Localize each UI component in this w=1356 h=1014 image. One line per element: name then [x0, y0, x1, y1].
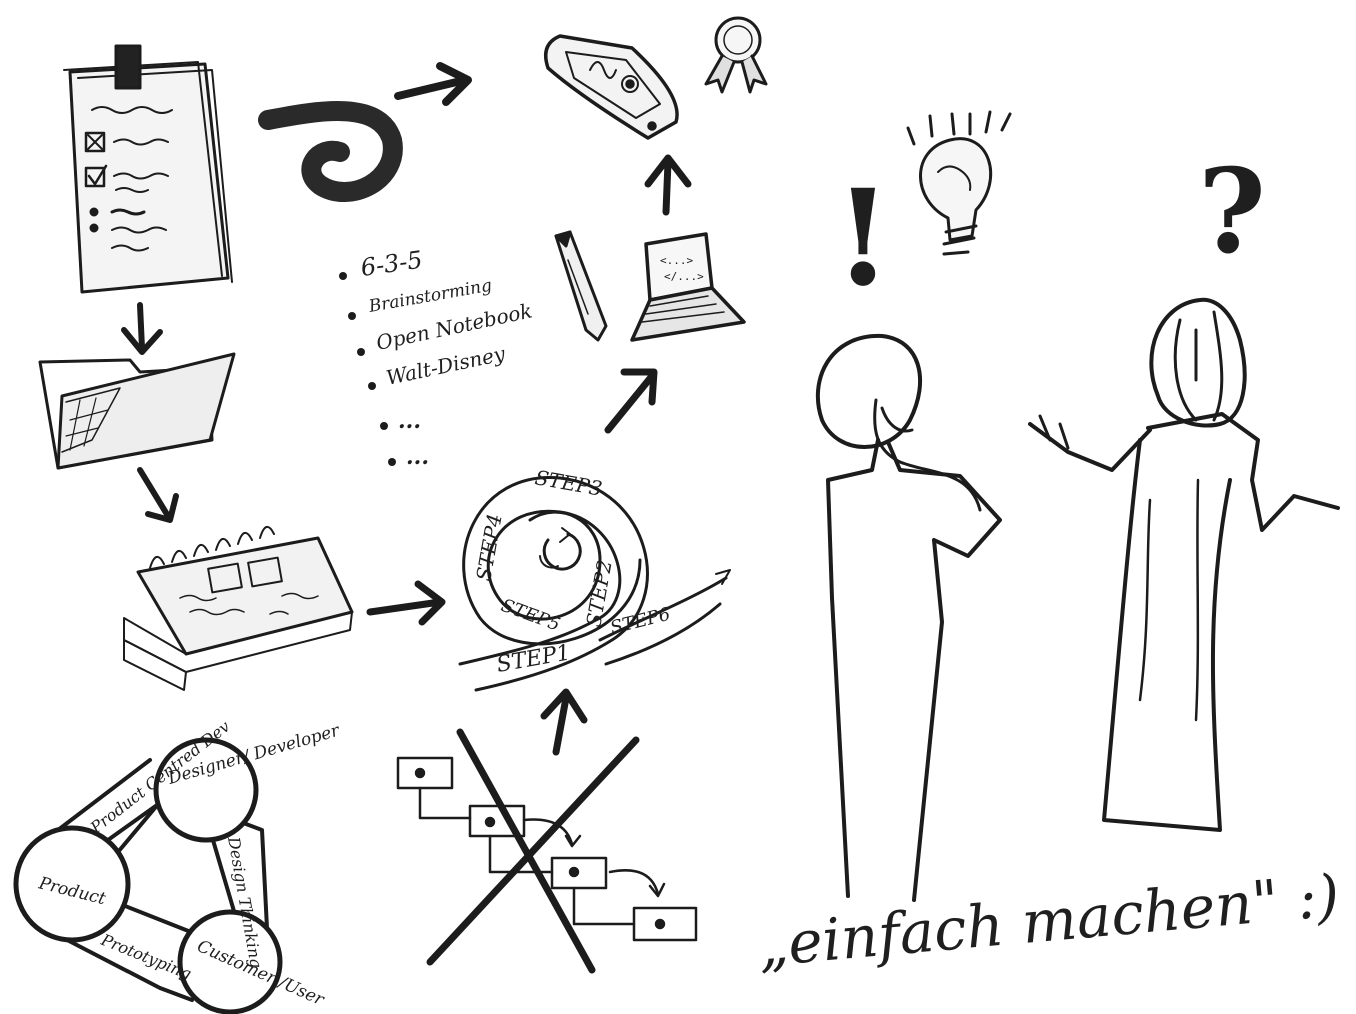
exclamation-mark: ! [834, 161, 892, 316]
list-item: ... [398, 408, 421, 434]
notebook-icon [124, 527, 352, 690]
person-head [1151, 300, 1244, 426]
lightbulb-icon [908, 112, 1010, 254]
arrow-right-icon [370, 584, 442, 622]
award-badge-icon [706, 18, 766, 92]
swirl-arrow-icon [268, 66, 468, 192]
list-bullet [357, 348, 365, 356]
step-spiral: STEP1 STEP2 STEP3 STEP4 STEP5 STEP6 [460, 465, 730, 690]
person-shrugging [1030, 300, 1338, 830]
list-bullet [368, 382, 376, 390]
list-bullet [388, 458, 396, 466]
clipboard-checklist-icon [64, 46, 232, 292]
arrow-up-to-spiral-icon [544, 692, 584, 752]
step-label: STEP3 [533, 465, 604, 500]
list-bullet [380, 422, 388, 430]
laptop-code-line: </...> [664, 270, 704, 283]
laptop-code-line: <...> [660, 254, 693, 267]
question-mark: ? [1198, 144, 1266, 280]
step-label: STEP5 [498, 595, 563, 636]
step-label: STEP4 [471, 512, 506, 583]
list-bullet [348, 312, 356, 320]
person-thinking [818, 336, 1000, 900]
crossed-flowchart-icon [398, 732, 696, 970]
list-bullet [339, 272, 347, 280]
methods-list: 6-3-5 Brainstorming Open Notebook Walt-D… [339, 246, 534, 470]
arrow-up-right-icon [608, 372, 654, 430]
arrow-up-icon [648, 158, 688, 212]
pencil-icon [556, 232, 606, 340]
laptop-icon: <...> </...> [632, 234, 744, 340]
step-label: STEP1 [495, 640, 573, 678]
list-item: ... [406, 444, 429, 470]
smartphone-icon [546, 36, 677, 138]
list-item: 6-3-5 [359, 246, 424, 282]
triangle-diagram: Designer/ Developer Product Customer /Us… [16, 717, 342, 1012]
arrow-down-right-icon [140, 470, 176, 520]
caption-text: „einfach machen" :) [755, 861, 1342, 980]
arrow-down-icon [124, 305, 160, 352]
folder-icon [40, 354, 234, 468]
